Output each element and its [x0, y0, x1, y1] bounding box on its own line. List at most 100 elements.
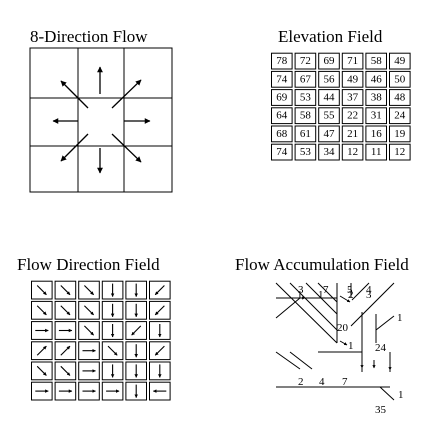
elevation-cell: [365, 125, 387, 143]
elevation-value: 49: [347, 73, 359, 85]
flow-direction-cell: [31, 300, 53, 320]
flow-direction-cell: [78, 280, 100, 300]
elevation-value: 37: [347, 92, 359, 104]
elevation-value: 69: [324, 55, 336, 67]
flow-direction-cell: [125, 341, 148, 361]
flow-arrow: [154, 345, 165, 356]
flow-direction-cell: [101, 361, 124, 381]
flow-direction-cell: [78, 381, 100, 401]
flow-direction-cell: [149, 300, 171, 320]
elevation-cell: [294, 70, 317, 88]
elevation-value: 44: [324, 92, 336, 104]
accumulation-label: 1: [397, 312, 403, 324]
elevation-cell: [365, 107, 387, 125]
flow-direction-title: Flow Direction Field: [17, 255, 160, 274]
flow-direction-cell: [125, 321, 148, 340]
flow-direction-cell: [125, 280, 148, 300]
elevation-cell: [318, 89, 340, 106]
flow-direction-cell: [31, 341, 53, 361]
elevation-cell: [271, 125, 293, 143]
flow-direction-cell: [54, 300, 77, 320]
elevation-value: 69: [276, 92, 288, 104]
flow-accumulation-title: Flow Accumulation Field: [235, 255, 409, 274]
flow-direction-cell: [101, 381, 124, 401]
elevation-value: 68: [276, 128, 288, 140]
elevation-value: 71: [347, 55, 358, 67]
flow-direction-cell: [149, 341, 171, 361]
elevation-value: 38: [371, 92, 383, 104]
northeast-arrow: [111, 79, 142, 109]
flow-direction-cell: [149, 280, 171, 300]
flow-direction-cell: [101, 321, 124, 340]
flow-direction-cell: [54, 280, 77, 300]
flow-direction-cell: [54, 321, 77, 340]
flow-arrow: [84, 325, 94, 336]
elevation-cell: [341, 125, 364, 143]
elevation-value: 19: [394, 128, 406, 140]
elevation-value: 50: [394, 73, 406, 85]
elevation-cell: [271, 143, 293, 161]
elevation-cell: [389, 125, 411, 143]
southeast-arrow: [111, 133, 142, 163]
accumulation-label: 35: [375, 404, 387, 416]
elevation-cell: [271, 70, 293, 88]
flow-direction-cell: [78, 321, 100, 340]
elevation-cell: [318, 107, 340, 125]
elevation-value: 34: [324, 146, 336, 158]
elevation-cell: [389, 143, 411, 161]
elevation-value: 12: [347, 146, 358, 158]
flow-arrow: [84, 305, 94, 316]
flow-direction-cell: [54, 341, 77, 361]
flow-arrow: [60, 345, 71, 356]
elevation-value: 58: [371, 55, 383, 67]
accumulation-label: 5: [347, 284, 353, 296]
elevation-cell: [365, 70, 387, 88]
elevation-cell: [341, 70, 364, 88]
flow-arrow: [36, 285, 47, 296]
accumulation-label: 4: [366, 284, 372, 296]
accumulation-label: 1: [297, 289, 303, 301]
northwest-arrow: [60, 80, 89, 109]
flow-direction-grid: [31, 280, 171, 401]
eight-direction-title: 8-Direction Flow: [30, 27, 148, 46]
elevation-cell: [294, 107, 317, 125]
elevation-value: 61: [300, 128, 311, 140]
elevation-cell: [389, 52, 411, 70]
accumulation-label: 24: [375, 342, 387, 354]
elevation-cell: [318, 70, 340, 88]
flow-arrow: [131, 325, 142, 336]
flow-direction-cell: [101, 280, 124, 300]
flow-direction-cell: [125, 381, 148, 401]
elevation-cell: [341, 107, 364, 125]
elevation-cell: [294, 89, 317, 106]
accumulation-label: 2: [298, 376, 304, 388]
flow-arrow: [60, 305, 71, 316]
flow-arrow: [154, 305, 165, 316]
elevation-value: 78: [276, 55, 288, 67]
elevation-cell: [318, 52, 340, 70]
flow-direction-cell: [54, 361, 77, 381]
elevation-value: 21: [347, 128, 358, 140]
flow-direction-cell: [78, 300, 100, 320]
elevation-value: 16: [371, 128, 383, 140]
flow-arrow: [60, 365, 71, 376]
accumulation-label: 3: [366, 289, 372, 301]
elevation-cell: [389, 89, 411, 106]
eight-direction-grid: [29, 47, 173, 193]
elevation-value: 12: [394, 146, 405, 158]
elevation-cell: [365, 52, 387, 70]
elevation-value: 11: [371, 146, 382, 158]
elevation-value: 31: [371, 110, 382, 122]
flow-accumulation-arrowheads: [291, 295, 392, 371]
southwest-arrow: [60, 133, 89, 162]
elevation-value: 58: [300, 110, 312, 122]
elevation-value: 53: [300, 146, 312, 158]
flow-direction-cell: [78, 341, 100, 361]
elevation-value: 53: [300, 92, 312, 104]
eight-direction-arrows: [52, 66, 151, 174]
accumulation-label: 1: [398, 389, 404, 401]
flow-direction-cell: [149, 321, 171, 340]
accumulation-label: 2: [348, 289, 354, 301]
